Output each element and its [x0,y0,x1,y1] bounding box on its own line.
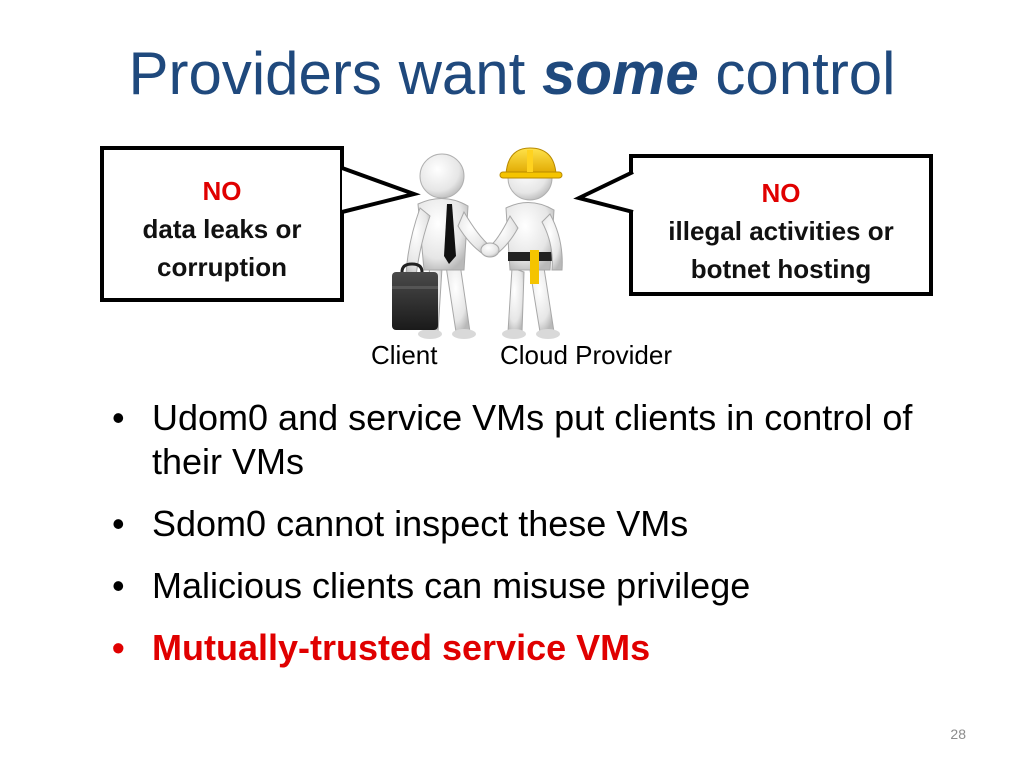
client-speech-bubble: NO data leaks or corruption [100,146,344,302]
title-before: Providers want [128,40,526,107]
bullet-list: • Udom0 and service VMs put clients in c… [112,396,992,688]
handshake-icon [480,242,500,258]
bullet-item-highlighted: • Mutually-trusted service VMs [112,626,992,670]
bullet-dot: • [112,627,125,668]
title-after: control [715,40,896,107]
bullet-dot: • [112,565,125,606]
bullet-item: • Malicious clients can misuse privilege [112,564,992,608]
bullet-text: Mutually-trusted service VMs [152,627,651,668]
tool-icon [530,250,539,284]
client-bubble-line-1: data leaks or [142,214,302,244]
client-bubble-line-2: corruption [157,252,287,282]
briefcase-icon [392,262,438,330]
handshake-illustration [392,147,563,339]
page-number: 28 [950,726,966,742]
provider-bubble-line-2: botnet hosting [690,254,872,284]
bullet-item: • Sdom0 cannot inspect these VMs [112,502,992,546]
bullet-item: • Udom0 and service VMs put clients in c… [112,396,992,484]
client-figure [392,153,491,339]
bullet-text: Sdom0 cannot inspect these VMs [152,503,689,544]
provider-figure [489,147,563,339]
bullet-text: Udom0 and service VMs put clients in con… [152,397,913,482]
title-emphasis: some [541,40,699,107]
bullet-dot: • [112,503,125,544]
client-bubble-pointer [341,166,421,214]
bullet-text: Malicious clients can misuse privilege [152,565,751,606]
hard-hat-icon [499,147,563,179]
provider-bubble-heading: NO [761,178,801,208]
provider-bubble-line-1: illegal activities or [668,216,894,246]
bullet-dot: • [112,397,125,438]
provider-speech-bubble: NO illegal activities or botnet hosting [629,154,933,296]
slide-title: Providers want some control [0,38,1024,110]
client-bubble-heading: NO [202,176,242,206]
provider-label: Cloud Provider [500,340,672,370]
client-label: Client [371,340,438,370]
provider-bubble-pointer [573,170,634,214]
